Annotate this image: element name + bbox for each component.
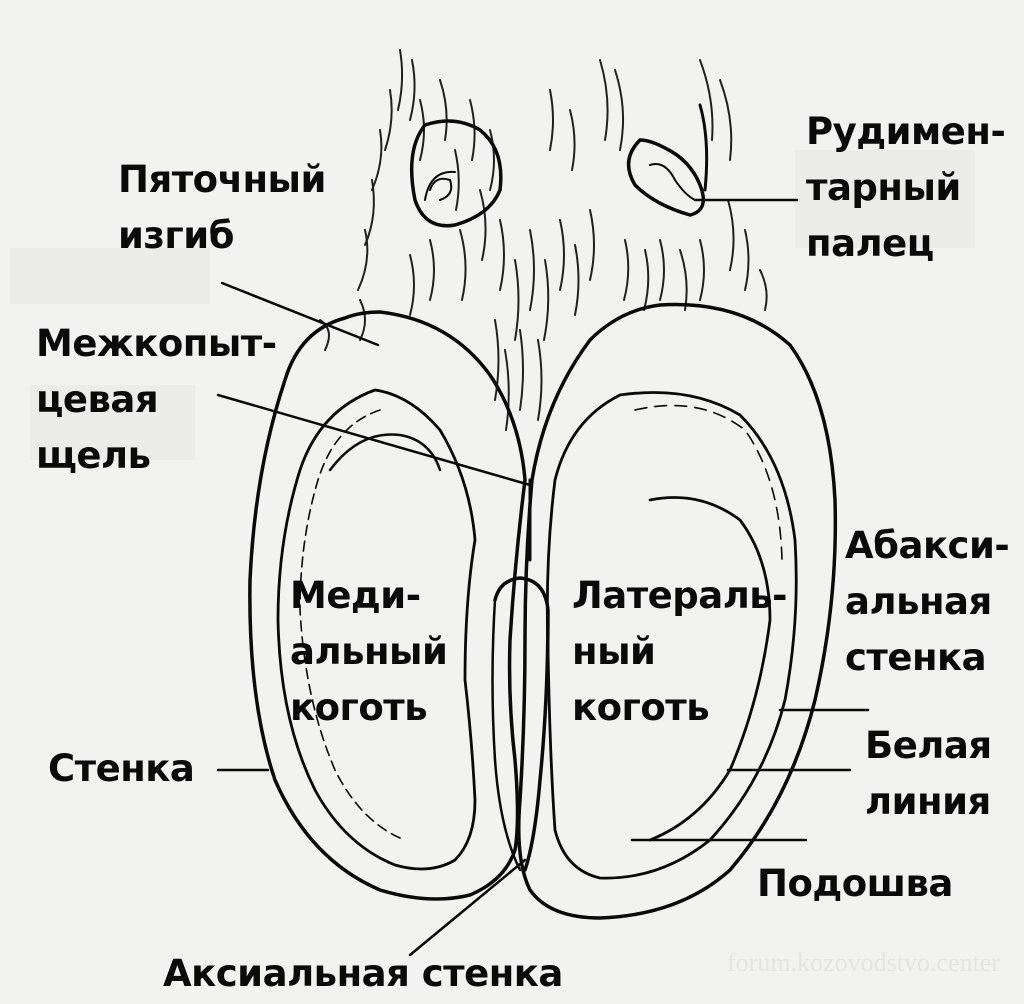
leader-axial-wall bbox=[408, 858, 527, 957]
background-patch bbox=[30, 385, 195, 460]
medial-claw-outline bbox=[248, 310, 527, 901]
label-white-line: Белая линия bbox=[865, 724, 992, 823]
label-axial-wall: Аксиальная стенка bbox=[163, 952, 563, 995]
background-patch bbox=[795, 150, 975, 248]
label-wall: Стенка bbox=[48, 747, 195, 790]
label-lateral-claw: Латераль- ный коготь bbox=[572, 574, 788, 729]
lateral-claw-outline bbox=[517, 302, 838, 920]
leader-lines bbox=[216, 198, 870, 957]
label-medial-claw: Меди- альный коготь bbox=[290, 574, 448, 729]
hair-strokes bbox=[319, 49, 768, 431]
watermark: forum.kozovodstvo.center bbox=[727, 948, 1000, 977]
dewclaw-right bbox=[626, 103, 709, 217]
dewclaw-left bbox=[409, 119, 503, 228]
background-patch bbox=[10, 248, 210, 304]
leader-heel-bulb bbox=[220, 281, 380, 347]
label-interdigital-cleft: Межкопыт- цевая щель bbox=[36, 322, 277, 477]
label-heel-bulb: Пяточный изгиб bbox=[118, 158, 326, 257]
label-sole: Подошва bbox=[757, 862, 953, 905]
leader-interdigital-cleft bbox=[216, 393, 532, 487]
label-dewclaw: Рудимен- тарный палец bbox=[806, 110, 1006, 265]
label-abaxial-wall: Абакси- альная стенка bbox=[845, 524, 1010, 679]
axial-space bbox=[491, 478, 550, 872]
